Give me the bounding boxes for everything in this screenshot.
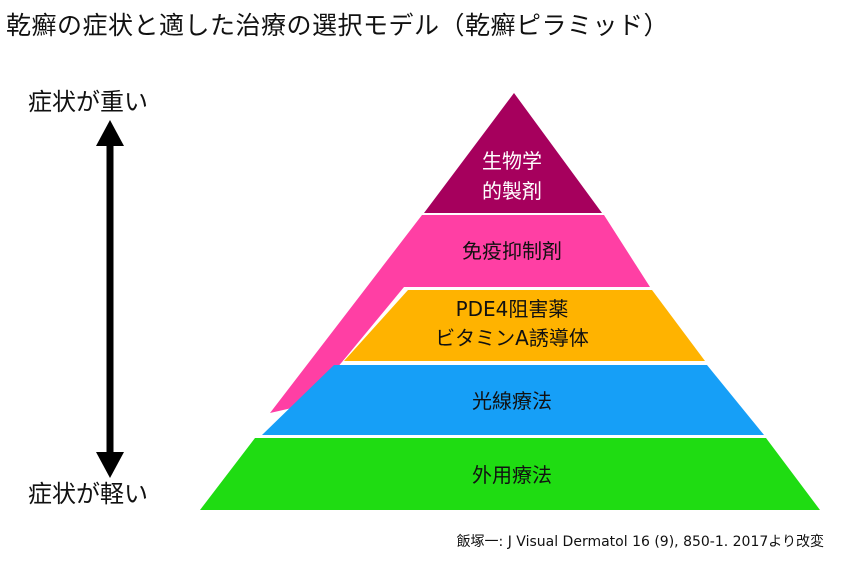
tier-immunosuppressants-label: 免疫抑制剤: [462, 239, 562, 263]
severity-arrow: [96, 120, 124, 478]
page-title: 乾癬の症状と適した治療の選択モデル（乾癬ピラミッド）: [6, 11, 670, 40]
tier-pde4-label-line2: ビタミンA誘導体: [435, 326, 589, 350]
tier-phototherapy-label: 光線療法: [472, 389, 552, 413]
tier-biologics-label-line1: 生物学: [482, 149, 542, 173]
tier-immunosuppressants-shape: [270, 215, 650, 413]
tier-pde4-shape: [344, 290, 705, 361]
severity-low-label: 症状が軽い: [28, 480, 148, 508]
citation: 飯塚一: J Visual Dermatol 16 (9), 850-1. 20…: [456, 534, 824, 550]
tier-biologics-shape: [424, 93, 602, 213]
severity-high-label: 症状が重い: [28, 88, 148, 116]
tier-topical-shape: [200, 438, 820, 510]
tier-topical-label: 外用療法: [472, 463, 552, 487]
tier-pde4-label-line1: PDE4阻害薬: [456, 297, 569, 321]
tier-biologics-label-line2: 的製剤: [482, 179, 542, 203]
tier-phototherapy-shape: [262, 365, 764, 435]
